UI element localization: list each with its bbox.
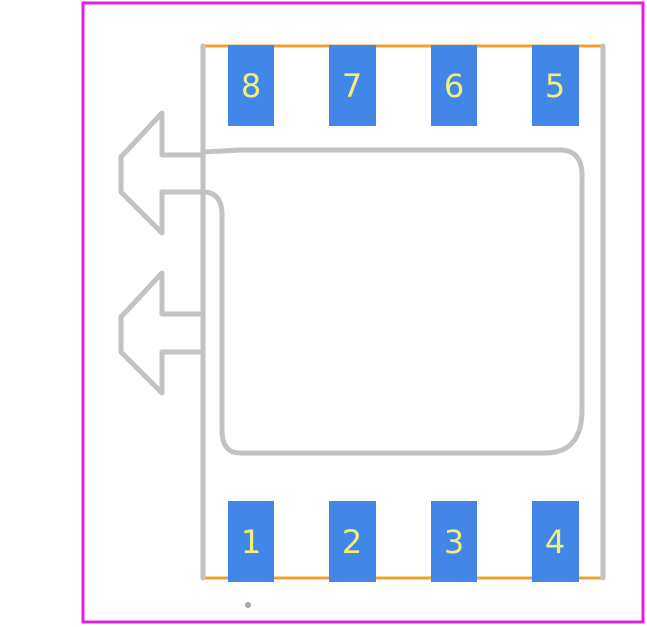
silkscreen-exposed-pad-outline bbox=[159, 147, 585, 456]
pad-label-bottom-2: 2 bbox=[342, 523, 362, 561]
pad-bottom-1 bbox=[228, 501, 274, 582]
pad-label-top-2: 7 bbox=[342, 67, 362, 105]
pad-label-top-3: 6 bbox=[444, 67, 464, 105]
pad-bottom-3 bbox=[431, 501, 477, 582]
pad-group-bottom: 1 2 3 4 bbox=[228, 501, 579, 582]
pad-bottom-4 bbox=[532, 501, 579, 582]
pad-bottom-2 bbox=[329, 501, 376, 582]
pad-top-2 bbox=[329, 45, 376, 126]
pad-label-bottom-3: 3 bbox=[444, 523, 464, 561]
pad-top-4 bbox=[532, 45, 579, 126]
pin1-marker-dot bbox=[245, 602, 251, 608]
pad-label-top-4: 5 bbox=[545, 67, 565, 105]
silkscreen-arrow-lower bbox=[118, 270, 206, 396]
silkscreen-arrow-upper bbox=[118, 110, 206, 236]
pad-label-top-1: 8 bbox=[241, 67, 261, 105]
courtyard-outline bbox=[81, 1, 645, 624]
pad-top-3 bbox=[431, 45, 477, 126]
pad-group-top: 8 7 6 5 bbox=[228, 45, 579, 126]
pad-label-bottom-4: 4 bbox=[545, 523, 565, 561]
pad-top-1 bbox=[228, 45, 274, 126]
pad-label-bottom-1: 1 bbox=[241, 523, 261, 561]
